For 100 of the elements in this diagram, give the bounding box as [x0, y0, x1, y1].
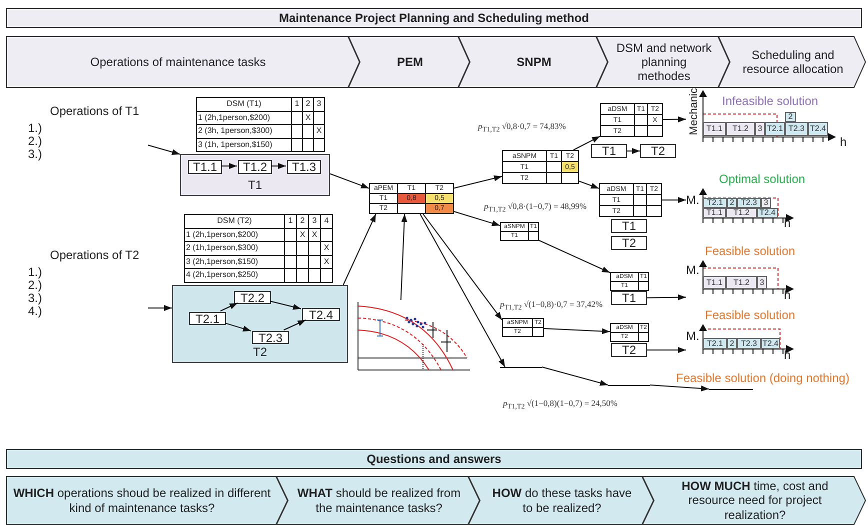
- task-box: T1.3: [287, 160, 321, 174]
- gantt-bar: T2.1: [703, 198, 727, 208]
- question-text: WHAT should be realized from the maintenance tasks?: [296, 486, 462, 515]
- solution-title: Feasible solution: [705, 244, 796, 258]
- gantt-bar: T2.1: [765, 122, 785, 136]
- blank-line: [608, 385, 650, 386]
- matrix-entry: 2 (3h, 1person,$300): [197, 125, 292, 138]
- matrix-entry: 1: [292, 98, 303, 112]
- arrow: [342, 214, 376, 286]
- arrow: [646, 294, 686, 300]
- axis-label: M.: [686, 264, 700, 276]
- matrix-entry: X: [309, 228, 321, 242]
- matrix-entry: 4 (2h,1person,$250): [185, 269, 285, 282]
- gantt-bar: T2.3: [785, 122, 808, 136]
- task-group-panel: [180, 154, 330, 196]
- phase-label: Operations of maintenance tasks: [90, 54, 266, 70]
- group-label: T2: [253, 346, 267, 359]
- solution-title: Feasible solution: [705, 308, 796, 322]
- matrix-entry: 1 (2h,1person,$200): [185, 228, 285, 242]
- phase-header: [348, 36, 470, 88]
- list-number: 2.): [28, 279, 42, 292]
- matrix-entry: X: [321, 242, 333, 256]
- task-box: T2.4: [302, 308, 340, 321]
- question-panel: [468, 476, 654, 525]
- gantt-bar: T2.1: [703, 338, 727, 349]
- task-box: T1.1: [188, 160, 222, 174]
- arrow: [422, 214, 502, 320]
- axis-label: M.: [686, 194, 700, 206]
- matrix-entry: 3: [309, 215, 321, 228]
- phase-header: [718, 36, 866, 88]
- arrow: [626, 148, 640, 154]
- list-number: 2.): [28, 135, 42, 148]
- question-panel: [642, 476, 866, 525]
- arrow: [542, 366, 608, 386]
- axis-label: h: [784, 349, 791, 361]
- task-box: T1: [611, 291, 647, 305]
- arrow: [662, 197, 686, 203]
- probability-formula: p$_{T1,T2}$ √(1−0,8)·0,7 = 37,42%: [500, 299, 603, 312]
- arrow: [572, 136, 600, 150]
- matrix-entry: 3 (1h, 1person,$150): [197, 138, 292, 152]
- arrow: [420, 214, 506, 368]
- list-number: 3.): [28, 148, 42, 161]
- matrix-table: [502, 150, 579, 184]
- gantt-bar: 2: [727, 338, 737, 349]
- matrix-entry: 2: [303, 98, 314, 112]
- task-box: T2.1: [189, 312, 226, 325]
- gantt-bar: 2: [785, 112, 796, 122]
- task-box: T2: [611, 343, 647, 357]
- matrix-entry: 2: [297, 215, 309, 228]
- matrix-table: [599, 183, 662, 217]
- matrix-entry: DSM (T2): [185, 215, 285, 228]
- solution-title: Infeasible solution: [722, 94, 818, 108]
- arrow: [220, 163, 238, 169]
- matrix-table: [502, 318, 544, 337]
- arrow: [578, 180, 600, 189]
- gantt-bar: T1.1: [703, 208, 726, 218]
- task-box: T2.3: [252, 331, 289, 344]
- phase-header: [596, 36, 730, 88]
- arrow: [330, 173, 370, 189]
- matrix-entry: DSM (T1): [197, 98, 292, 112]
- matrix-table: [500, 222, 539, 241]
- arrow: [148, 305, 172, 311]
- task-box: T1.2: [238, 160, 272, 174]
- task-box: T2: [640, 144, 676, 158]
- probability-formula: p$_{T1,T2}$ √0,8·0,7 = 74,83%: [478, 121, 566, 134]
- question-text: HOW do these tasks have to be realized?: [491, 486, 633, 515]
- arrow: [454, 175, 502, 189]
- phase-label: Scheduling and resource allocation: [742, 48, 844, 76]
- gantt-bar: T2.4: [808, 122, 828, 136]
- list-number: 1.): [28, 122, 42, 135]
- task-box: T1: [611, 219, 647, 233]
- question-panel: [6, 476, 288, 525]
- group-label: T1: [248, 179, 262, 192]
- gantt-bar: 2: [727, 198, 737, 208]
- blank-line: [709, 389, 753, 390]
- gantt-bar: T1.1: [703, 122, 726, 136]
- list-number: 4.): [28, 305, 42, 318]
- curve-plot-drawing: [355, 300, 470, 372]
- matrix-entry: 1: [285, 215, 297, 228]
- axis-label: M.: [686, 330, 700, 342]
- matrix-entry: 3: [314, 98, 325, 112]
- matrix-entry: 1 (2h,1person,$200): [197, 112, 292, 125]
- probability-formula: p$_{T1,T2}$ √(1−0,8)(1−0,7) = 24,50%: [503, 398, 618, 411]
- matrix-table: [369, 183, 454, 214]
- matrix-table: [610, 323, 649, 342]
- question-text: WHICH operations shoud be realized in different kind of maintenance tasks?: [12, 486, 272, 515]
- matrix-table: [600, 103, 663, 137]
- matrix-entry: X: [321, 256, 333, 269]
- matrix-entry: 3 (2h,1person,$150): [185, 256, 285, 269]
- question-panel: [276, 476, 480, 525]
- axis-label: h: [784, 217, 791, 229]
- operations-heading: Operations of T2: [50, 248, 140, 262]
- task-group-panel: [172, 285, 348, 363]
- solution-note: Feasible solution (doing nothing): [676, 371, 850, 385]
- arrow: [270, 163, 286, 169]
- phase-label: DSM and network planning methodes: [615, 40, 713, 84]
- matrix-entry: X: [297, 228, 309, 242]
- list-number: 1.): [28, 266, 42, 279]
- arrow: [283, 320, 306, 330]
- gantt-bar: T2.3: [737, 338, 761, 349]
